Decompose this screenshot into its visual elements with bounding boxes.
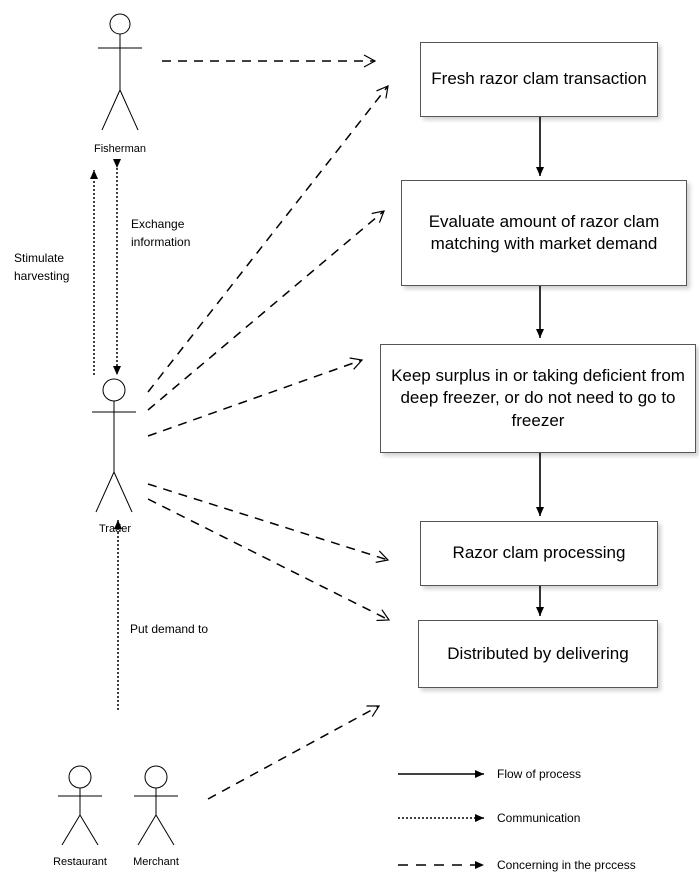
step-fresh-transaction-text: Fresh razor clam transaction xyxy=(431,69,647,89)
communication-arrows xyxy=(90,159,122,710)
step-evaluate-amount-text: Evaluate amount of razor clam matching w… xyxy=(428,211,660,253)
step-keep-freezer: Keep surplus in or taking deficient from… xyxy=(380,344,696,453)
concerning-arrows xyxy=(147,54,391,800)
restaurant-figure xyxy=(58,765,102,846)
legend-concerning-label: Concerning in the prccess xyxy=(497,858,636,872)
step-processing-text: Razor clam processing xyxy=(452,543,626,563)
trader-label: Trader xyxy=(99,523,131,535)
trader-figure xyxy=(92,378,136,513)
restaurant-label: Restaurant xyxy=(53,856,107,868)
fisherman-label: Fisherman xyxy=(94,143,146,155)
step-distribution-text: Distributed by delivering xyxy=(447,643,629,663)
merchant-label: Merchant xyxy=(133,856,179,868)
legend-flow-label: Flow of process xyxy=(497,767,582,781)
step-evaluate-amount: Evaluate amount of razor clam matching w… xyxy=(401,180,687,286)
step-keep-freezer-text: Keep surplus in or taking deficient from… xyxy=(391,366,685,430)
put-demand-label: Put demand to xyxy=(130,622,209,636)
legend-lines xyxy=(398,770,484,869)
step-distribution: Distributed by delivering xyxy=(418,620,658,688)
merchant-figure xyxy=(134,765,178,846)
step-fresh-transaction: Fresh razor clam transaction xyxy=(420,42,658,117)
fisherman-figure xyxy=(98,13,142,131)
legend-communication-label: Communication xyxy=(497,811,581,825)
stimulate-harvesting-label: Stimulate harvesting xyxy=(14,251,70,283)
step-processing: Razor clam processing xyxy=(420,521,658,586)
exchange-information-label: Exchange information xyxy=(131,217,191,249)
